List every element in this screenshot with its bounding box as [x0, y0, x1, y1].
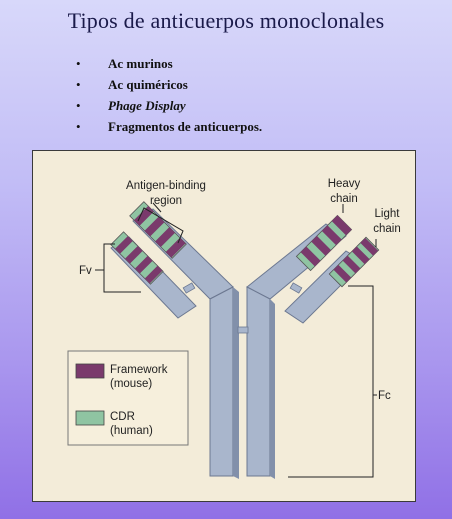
antibody-diagram: Antigen-binding region Heavy chain Light… — [32, 150, 416, 502]
bullet-item: • Ac quiméricos — [76, 75, 262, 96]
antibody-illustration: Antigen-binding region Heavy chain Light… — [67, 178, 401, 479]
heavy-chain-label-line1: Heavy — [328, 178, 361, 190]
bullet-marker: • — [76, 119, 81, 134]
bullet-text: Phage Display — [108, 98, 186, 113]
variable-region-heavy-left — [129, 201, 187, 259]
heavy-chain-label-line2: chain — [330, 193, 358, 205]
variable-region-heavy-right — [295, 214, 353, 272]
antigen-label-line2: region — [150, 195, 182, 207]
bullet-text: Fragmentos de anticuerpos. — [108, 119, 263, 134]
fc-label: Fc — [378, 390, 391, 402]
bullet-marker: • — [76, 56, 81, 71]
legend: Framework (mouse) CDR (human) — [67, 350, 189, 446]
antigen-label-line1: Antigen-binding — [126, 180, 206, 192]
bullet-item: • Phage Display — [76, 96, 262, 117]
bullet-marker: • — [76, 98, 81, 113]
bullet-text: Ac quiméricos — [108, 77, 188, 92]
variable-region-light-left — [110, 231, 164, 285]
legend-framework-line2: (mouse) — [110, 378, 152, 390]
hinge-bond — [237, 326, 249, 334]
legend-framework-line1: Framework — [110, 364, 168, 376]
framework-swatch — [75, 363, 105, 379]
slide-title: Tipos de anticuerpos monoclonales — [67, 8, 385, 33]
bullet-item: • Fragmentos de anticuerpos. — [76, 117, 262, 138]
legend-cdr-line2: (human) — [110, 425, 153, 437]
heavy-chain-right — [246, 223, 347, 479]
variable-region-light-right — [328, 236, 380, 288]
annotation-lines — [95, 202, 377, 478]
light-chain-label-line1: Light — [375, 208, 401, 220]
legend-cdr-line1: CDR — [110, 411, 135, 423]
bullet-marker: • — [76, 77, 81, 92]
cdr-swatch — [75, 410, 105, 426]
light-chain-label-line2: chain — [373, 223, 401, 235]
bullet-item: • Ac murinos — [76, 54, 262, 75]
fv-label: Fv — [79, 265, 92, 277]
antigen-bracket — [137, 207, 184, 244]
bullet-list: • Ac murinos • Ac quiméricos • Phage Displa… — [76, 54, 262, 138]
bullet-text: Ac murinos — [108, 56, 173, 71]
